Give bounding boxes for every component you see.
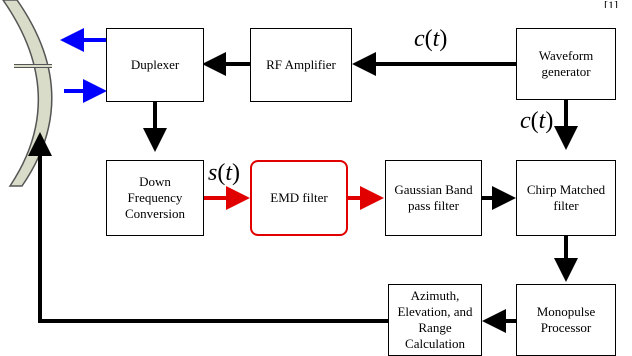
gaussian-line-1: Gaussian Band bbox=[394, 182, 473, 197]
waveform-line-2: generator bbox=[541, 64, 591, 79]
down-conversion-label: Down Frequency Conversion bbox=[125, 174, 185, 222]
monopulse-processor-label: Monopulse Processor bbox=[537, 304, 596, 336]
c-top-var: c bbox=[414, 26, 425, 52]
monopulse-line-1: Monopulse bbox=[536, 304, 596, 319]
top-reference-fragment: [1] bbox=[604, 0, 618, 8]
antenna-dish-icon bbox=[2, 0, 53, 187]
arrow-azimuth-to-antenna bbox=[28, 132, 388, 323]
gaussian-filter-block: Gaussian Band pass filter bbox=[385, 160, 482, 236]
azimuth-calculation-label: Azimuth, Elevation, and Range Calculatio… bbox=[397, 288, 472, 352]
azimuth-line-1: Azimuth, bbox=[410, 288, 460, 303]
down-conversion-block: Down Frequency Conversion bbox=[106, 160, 204, 236]
azimuth-line-3: Range bbox=[418, 320, 452, 335]
chirp-matched-filter-block: Chirp Matched filter bbox=[516, 160, 616, 236]
c-right-var: c bbox=[520, 108, 531, 134]
down-line-2: Frequency bbox=[127, 190, 183, 205]
down-line-3: Conversion bbox=[125, 206, 185, 221]
c-top-arg: t bbox=[432, 26, 440, 52]
signal-label-c-right: c(t) bbox=[520, 108, 554, 134]
duplexer-block: Duplexer bbox=[106, 28, 204, 102]
azimuth-line-2: Elevation, and bbox=[397, 304, 473, 319]
signal-label-s: s(t) bbox=[208, 160, 241, 186]
signal-label-c-top: c(t) bbox=[414, 26, 448, 52]
waveform-line-1: Waveform bbox=[538, 48, 594, 63]
azimuth-calculation-block: Azimuth, Elevation, and Range Calculatio… bbox=[388, 284, 482, 356]
rf-amplifier-label: RF Amplifier bbox=[266, 57, 336, 72]
s-arg: t bbox=[225, 160, 233, 186]
chirp-matched-filter-label: Chirp Matched filter bbox=[527, 182, 605, 214]
s-var: s bbox=[208, 160, 218, 186]
emd-filter-block: EMD filter bbox=[250, 160, 348, 236]
c-right-arg: t bbox=[538, 108, 546, 134]
rf-amplifier-block: RF Amplifier bbox=[250, 28, 352, 102]
gaussian-filter-label: Gaussian Band pass filter bbox=[394, 182, 472, 214]
chirp-line-2: filter bbox=[553, 198, 579, 213]
duplexer-label: Duplexer bbox=[130, 57, 180, 72]
waveform-generator-label: Waveform generator bbox=[539, 48, 594, 80]
emd-filter-label: EMD filter bbox=[270, 190, 328, 205]
monopulse-processor-block: Monopulse Processor bbox=[516, 284, 616, 356]
gaussian-line-2: pass filter bbox=[408, 198, 459, 213]
azimuth-line-4: Calculation bbox=[405, 336, 465, 351]
down-line-1: Down bbox=[139, 174, 171, 189]
monopulse-line-2: Processor bbox=[540, 320, 592, 335]
waveform-generator-block: Waveform generator bbox=[516, 28, 616, 100]
chirp-line-1: Chirp Matched bbox=[526, 182, 606, 197]
